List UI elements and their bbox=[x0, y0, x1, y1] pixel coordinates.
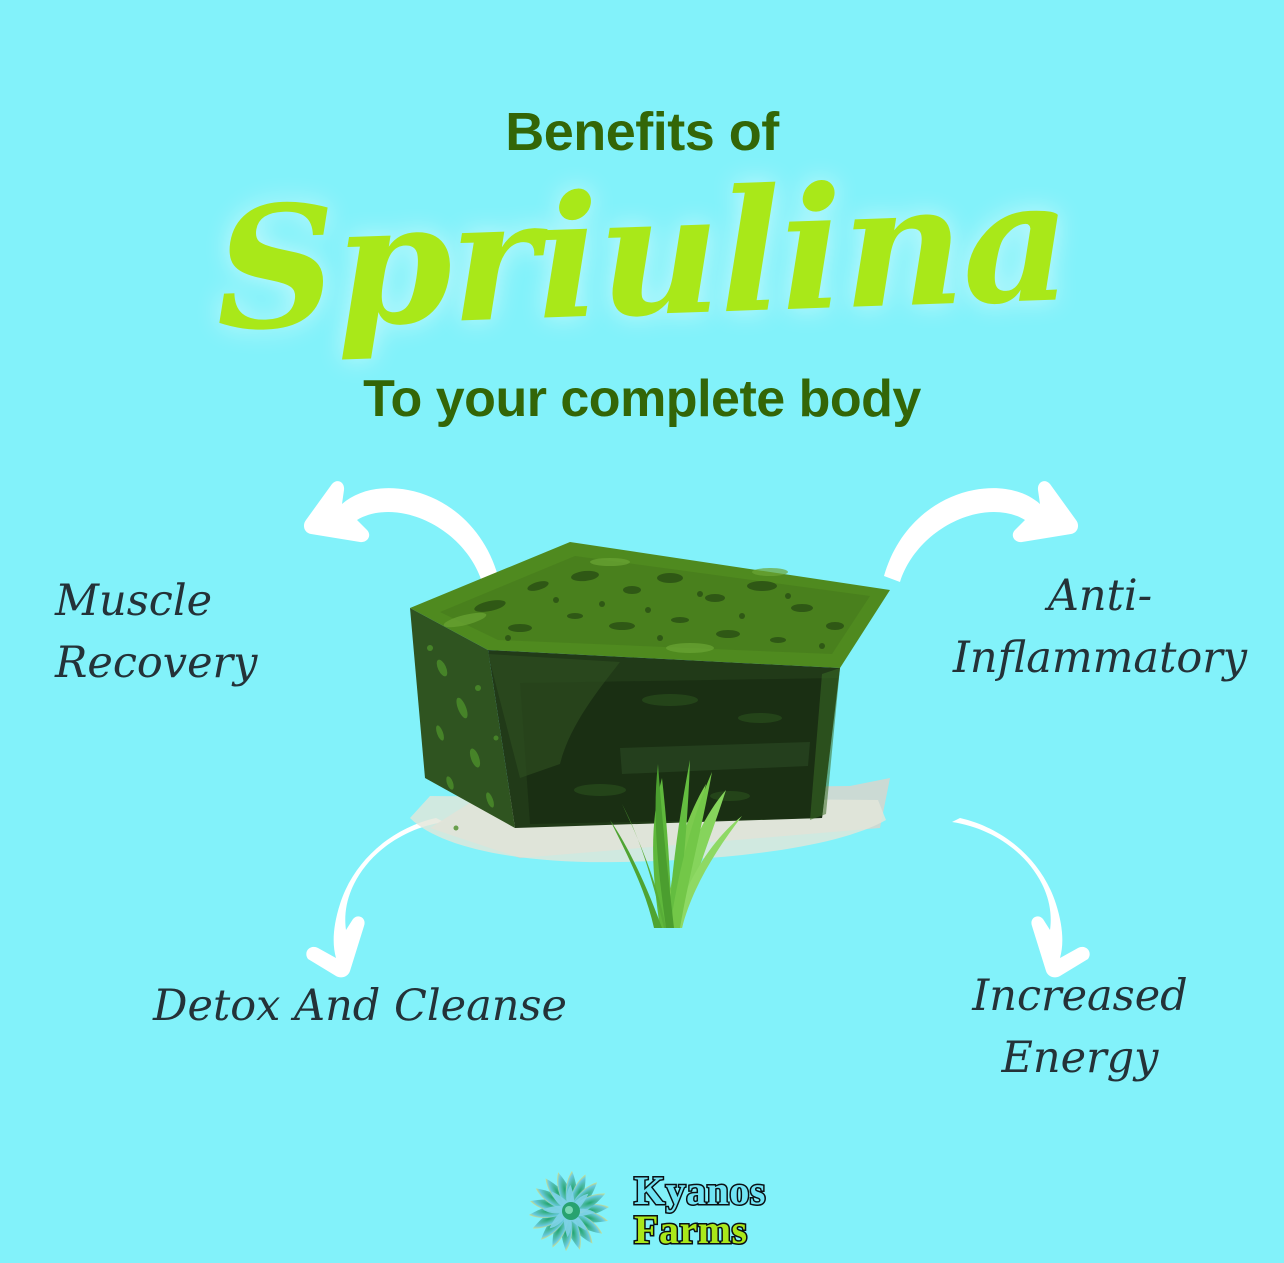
spirulina-block-illustration bbox=[410, 542, 890, 928]
page-title: Spriulina bbox=[211, 141, 1073, 369]
benefit-label-detox-and-cleanse: Detox And Cleanse bbox=[153, 981, 567, 1031]
arrow-top-left-icon bbox=[303, 481, 498, 582]
brand-logo: Kyanos Farms bbox=[0, 1158, 1284, 1263]
benefit-label-increased-energy: Increased Energy bbox=[972, 971, 1188, 1084]
spiral-mandala-icon bbox=[529, 1170, 610, 1251]
arrow-bottom-left-icon bbox=[306, 818, 444, 978]
benefit-label-anti-inflammatory: Anti- Inflammatory bbox=[952, 571, 1248, 684]
benefit-label-muscle-recovery: Muscle Recovery bbox=[55, 576, 258, 689]
arrow-bottom-right-icon bbox=[952, 818, 1090, 978]
heading-eyebrow: Benefits of bbox=[505, 102, 779, 162]
arrow-top-right-icon bbox=[884, 481, 1079, 582]
brand-word-farms: Farms bbox=[633, 1206, 749, 1252]
brand-wordmark: Kyanos Farms bbox=[633, 1168, 767, 1252]
heading-subtitle: To your complete body bbox=[363, 370, 921, 428]
algae-blades bbox=[610, 760, 742, 928]
brand-word-kyanos: Kyanos bbox=[633, 1168, 767, 1214]
